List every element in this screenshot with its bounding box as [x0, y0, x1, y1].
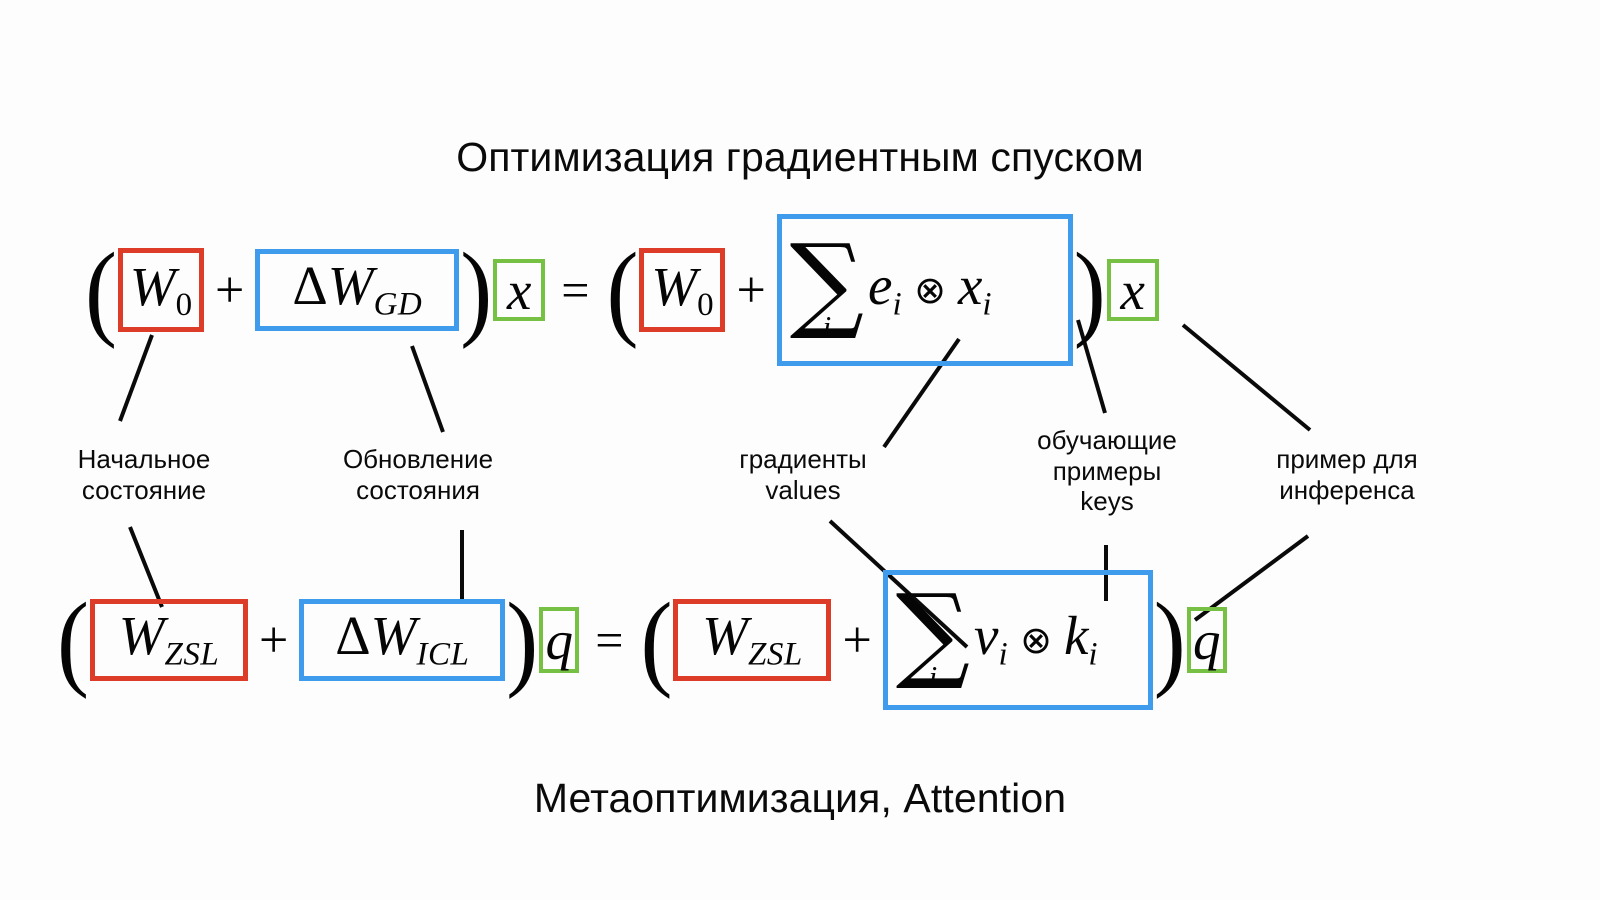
- open-paren-rhs-row2: (: [640, 579, 673, 699]
- open-paren-rhs-row1: (: [606, 229, 639, 349]
- vi-subscript: i: [998, 636, 1009, 673]
- sigma-row1: ∑: [789, 220, 865, 343]
- annotation-state-update: Обновление состояния: [342, 444, 494, 505]
- q-rhs-symbol: q: [1192, 609, 1221, 671]
- equation-row-meta-optimization: ( WZSL + ΔWICL ) q = ( WZSL + ∑ i vi ⊗: [56, 570, 1227, 710]
- annotation-initial-state: Начальное состояние: [77, 444, 211, 505]
- w-icl-symbol: W: [370, 605, 417, 667]
- annotation-inference-example: пример для инференса: [1276, 444, 1418, 505]
- w0-lhs-subscript: 0: [175, 286, 193, 323]
- ei-symbol: e: [868, 255, 893, 317]
- plus-rhs-row1: +: [736, 261, 766, 319]
- sigma-index-row1: i: [822, 309, 832, 345]
- close-paren-lhs-row1: ): [460, 229, 493, 349]
- connector-dwgd-to-state-update: [410, 345, 445, 433]
- xi-symbol: x: [957, 255, 983, 317]
- page-subtitle: Метаоптимизация, Attention: [533, 775, 1067, 821]
- box-w0-rhs: W0: [639, 248, 726, 332]
- x-rhs-symbol: x: [1120, 259, 1145, 321]
- box-sum-vi-ki: ∑ i vi ⊗ ki: [882, 570, 1153, 710]
- ei-subscript: i: [892, 286, 903, 323]
- box-delta-w-gd: ΔWGD: [255, 249, 460, 331]
- box-w0-lhs: W0: [117, 248, 204, 332]
- x-lhs-symbol: x: [507, 259, 532, 321]
- box-wzsl-lhs: WZSL: [89, 599, 248, 681]
- sigma-row2: ∑: [895, 570, 971, 693]
- plus-lhs-row1: +: [214, 261, 245, 319]
- close-paren-rhs-row2: ): [1153, 579, 1186, 699]
- sigma-index-row2: i: [928, 659, 938, 695]
- connector-x-to-inference-example: [1181, 323, 1312, 432]
- page-title: Оптимизация градиентным спуском: [456, 134, 1144, 180]
- ki-symbol: k: [1063, 605, 1089, 667]
- q-lhs-symbol: q: [545, 609, 574, 671]
- open-paren-lhs-row2: (: [57, 579, 89, 699]
- wzsl-lhs-subscript: ZSL: [164, 636, 220, 673]
- open-paren-lhs-row1: (: [85, 229, 117, 349]
- close-paren-rhs-row1: ): [1073, 229, 1106, 349]
- delta-gd-symbol: Δ: [292, 255, 328, 317]
- box-sum-ei-xi: ∑ i ei ⊗ xi: [776, 214, 1073, 366]
- box-delta-w-icl: ΔWICL: [299, 599, 506, 681]
- w-gd-symbol: W: [327, 255, 374, 317]
- wzsl-rhs-symbol: W: [702, 605, 748, 667]
- box-x-rhs: x: [1106, 259, 1159, 321]
- otimes-row2: ⊗: [1020, 618, 1052, 662]
- equals-row1: =: [561, 262, 590, 318]
- wzsl-rhs-subscript: ZSL: [747, 636, 803, 673]
- close-paren-lhs-row2: ): [506, 579, 539, 699]
- xi-subscript: i: [982, 286, 993, 323]
- box-q-lhs: q: [539, 607, 580, 673]
- box-x-lhs: x: [493, 259, 546, 321]
- equation-row-gradient-descent: ( W0 + ΔWGD ) x = ( W0 + ∑ i ei ⊗: [84, 214, 1159, 366]
- box-q-rhs: q: [1186, 607, 1227, 673]
- delta-icl-symbol: Δ: [335, 605, 371, 667]
- box-wzsl-rhs: WZSL: [673, 599, 832, 681]
- ki-subscript: i: [1088, 636, 1099, 673]
- connector-w0-to-initial-state: [118, 334, 154, 422]
- otimes-row1: ⊗: [914, 268, 946, 312]
- w0-rhs-symbol: W: [651, 255, 698, 317]
- w-icl-subscript: ICL: [416, 636, 470, 673]
- w0-lhs-symbol: W: [129, 255, 176, 317]
- annotation-training-examples: обучающие примеры keys: [1037, 425, 1177, 517]
- vi-symbol: v: [974, 605, 999, 667]
- annotation-gradients: градиенты values: [739, 444, 867, 505]
- equals-row2: =: [595, 612, 624, 668]
- wzsl-lhs-symbol: W: [118, 605, 165, 667]
- w-gd-subscript: GD: [373, 286, 423, 323]
- plus-rhs-row2: +: [842, 611, 872, 669]
- plus-lhs-row2: +: [258, 611, 289, 669]
- w0-rhs-subscript: 0: [697, 286, 714, 323]
